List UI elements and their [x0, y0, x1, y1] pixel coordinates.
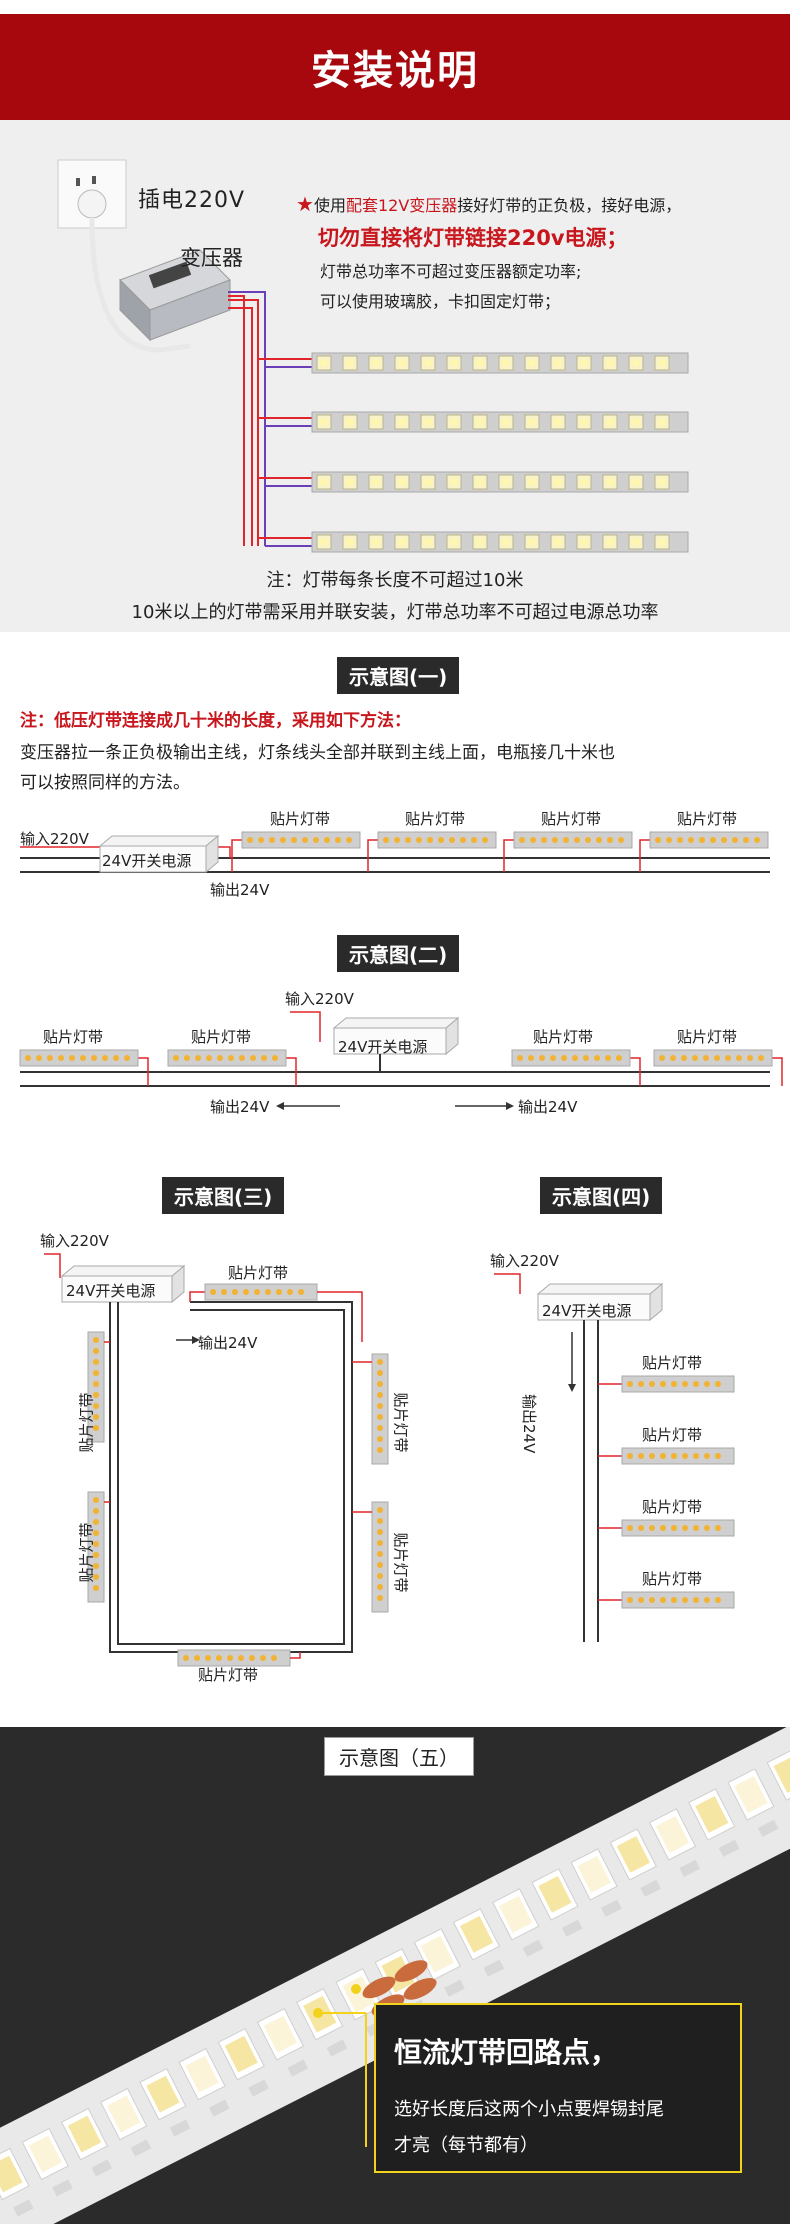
- diagram2-strip-label-1: 贴片灯带: [43, 1028, 104, 1046]
- page-header: 安装说明: [0, 14, 790, 120]
- callout-line2: 才亮（每节都有）: [394, 2135, 538, 2156]
- diagram3-strip-label-left2: 贴片灯带: [77, 1522, 96, 1583]
- solder-point-2: [351, 1984, 361, 1994]
- diagram1-strip-label-4: 贴片灯带: [677, 810, 738, 828]
- instruction-line3: 灯带总功率不可超过变压器额定功率;: [320, 262, 582, 281]
- diagram2-input-label: 输入220V: [285, 990, 354, 1008]
- diagram3-output-label: 输出24V: [198, 1334, 258, 1352]
- plug-label: 插电220V: [138, 188, 246, 213]
- diagram2-output-right-label: 输出24V: [518, 1098, 578, 1116]
- diagram4-strip-label-3: 贴片灯带: [642, 1498, 703, 1516]
- diagram1-strip-3: [513, 831, 633, 849]
- transformer-icon: [119, 249, 231, 342]
- diagram4-output-label: 输出24V: [520, 1394, 538, 1454]
- overview-diagram: [57, 159, 689, 553]
- diagram3-strip-label-right1: 贴片灯带: [391, 1392, 410, 1453]
- installation-overview-section: 插电220V 变压器 ★使用配套12V变压器接好灯带的正负极，接好电源， 切勿直…: [0, 120, 790, 632]
- diagram2-tag: 示意图(二): [337, 935, 460, 972]
- callout-title: 恒流灯带回路点，: [394, 2036, 619, 2069]
- diagram3-psu-box: [61, 1275, 173, 1303]
- diagram3-strip-label-bottom: 贴片灯带: [198, 1666, 259, 1684]
- diagram1-strip-label-2: 贴片灯带: [405, 810, 466, 828]
- instruction-line1-pre: 使用: [313, 196, 346, 215]
- diagram4-strip-label-1: 贴片灯带: [642, 1354, 703, 1372]
- note-line1: 注：灯带每条长度不可超过10米: [266, 570, 524, 591]
- diagram4-strip-label-4: 贴片灯带: [642, 1570, 703, 1588]
- diagram1-tag: 示意图(一): [337, 657, 460, 694]
- diagram1-strip-1: [241, 831, 361, 849]
- solder-callout-box: 恒流灯带回路点， 选好长度后这两个小点要焊锡封尾 才亮（每节都有）: [374, 2003, 742, 2173]
- diagram1-desc1: 变压器拉一条正负极输出主线，灯条线头全部并联到主线上面，电瓶接几十米也: [20, 743, 615, 763]
- diagram2-psu-label: 24V开关电源: [338, 1038, 428, 1056]
- diagram3-tag: 示意图(三): [162, 1177, 285, 1214]
- diagram4-input-label: 输入220V: [490, 1252, 559, 1270]
- warning-text: 切勿直接将灯带链接220v电源；: [318, 226, 628, 250]
- diagram3-psu-label: 24V开关电源: [66, 1282, 156, 1300]
- diagram1-note: 注：低压灯带连接成几十米的长度，采用如下方法：: [20, 711, 411, 731]
- led-strip-photo: [0, 1727, 790, 2224]
- diagram2-strip-label-3: 贴片灯带: [533, 1028, 594, 1046]
- diagram4-psu-box: [537, 1293, 651, 1321]
- diagram2-psu-box: [333, 1027, 447, 1055]
- diagram2-strip-label-4: 贴片灯带: [677, 1028, 738, 1046]
- diagram3-strip-label-top: 贴片灯带: [228, 1264, 289, 1282]
- diagram3-strip-label-left1: 贴片灯带: [77, 1392, 96, 1453]
- callout-line1: 选好长度后这两个小点要焊锡封尾: [394, 2099, 664, 2120]
- instruction-line4: 可以使用玻璃胶，卡扣固定灯带；: [320, 292, 561, 311]
- diagram1-desc2: 可以按照同样的方法。: [20, 773, 190, 793]
- diagram1-strip-label-1: 贴片灯带: [270, 810, 331, 828]
- diagram1-output-label: 输出24V: [210, 881, 270, 899]
- instruction-line1-highlight: 配套12V变压器: [345, 196, 458, 215]
- diagrams-section: 示意图(一) 注：低压灯带连接成几十米的长度，采用如下方法： 变压器拉一条正负极…: [0, 642, 790, 1727]
- page-title: 安装说明: [311, 48, 479, 94]
- diagram1-psu-box: [99, 845, 207, 873]
- diagram2-strip-2: [167, 1049, 287, 1067]
- diagram2-strip-3: [511, 1049, 631, 1067]
- instruction-line1-post: 接好灯带的正负极，接好电源，: [457, 196, 682, 215]
- diagram2-strip-label-2: 贴片灯带: [191, 1028, 252, 1046]
- diagram1-strip-2: [377, 831, 497, 849]
- solder-point-1: [313, 2008, 323, 2018]
- diagram2-strip-4: [653, 1049, 773, 1067]
- diagram2-strip-1: [19, 1049, 139, 1067]
- diagram4-strip-1: [621, 1375, 735, 1393]
- diagram-drawings: [19, 831, 783, 1667]
- diagram4-psu-label: 24V开关电源: [542, 1302, 632, 1320]
- star-icon: ★: [296, 192, 314, 216]
- diagram3-strip-label-right2: 贴片灯带: [391, 1532, 410, 1593]
- diagram4-strip-3: [621, 1519, 735, 1537]
- diagram3-input-label: 输入220V: [40, 1232, 109, 1250]
- diagram5-tag: 示意图（五）: [324, 1737, 474, 1776]
- transformer-label: 变压器: [180, 246, 243, 270]
- diagram4-strip-label-2: 贴片灯带: [642, 1426, 703, 1444]
- diagram4-strip-2: [621, 1447, 735, 1465]
- diagram2-output-left-label: 输出24V: [210, 1098, 270, 1116]
- diagram1-strip-4: [649, 831, 769, 849]
- diagram4-tag: 示意图(四): [540, 1177, 663, 1214]
- diagram1-psu-label: 24V开关电源: [102, 852, 192, 870]
- diagram1-strip-label-3: 贴片灯带: [541, 810, 602, 828]
- diagram1-input-label: 输入220V: [20, 830, 89, 848]
- note-line2: 10米以上的灯带需采用并联安装，灯带总功率不可超过电源总功率: [131, 602, 659, 623]
- diagram4-strip-4: [621, 1591, 735, 1609]
